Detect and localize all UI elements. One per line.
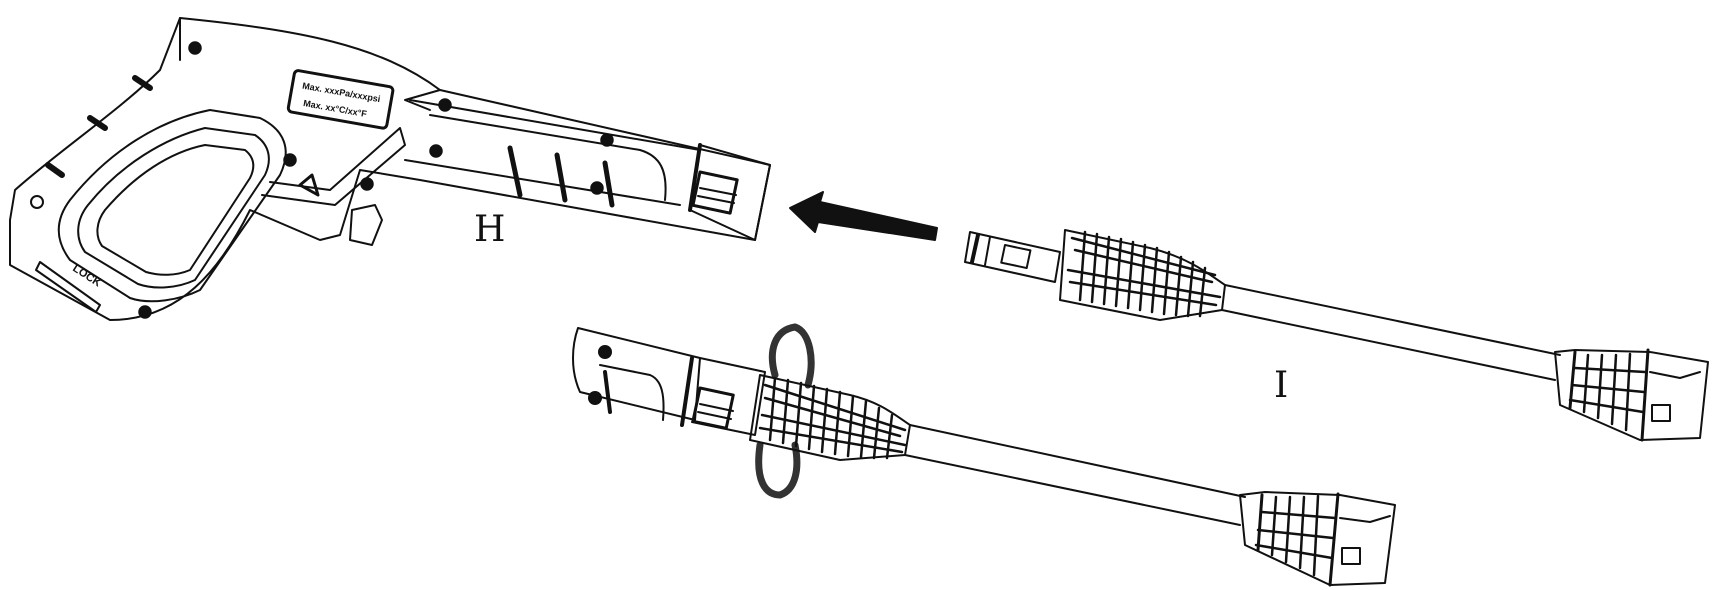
- assembled-gun-and-lance: [572, 323, 1396, 587]
- direction-triangle-icon: [298, 173, 320, 197]
- arrow-left-icon: [789, 191, 938, 241]
- rotation-ring-icon: [755, 323, 815, 499]
- part-label-i: I: [1274, 365, 1289, 406]
- lock-text: LOCK: [70, 262, 103, 289]
- rating-label: Max. xxxPa/xxxpsi Max. xx°C/xx°F: [286, 69, 395, 130]
- spray-gun: Max. xxxPa/xxxpsi Max. xx°C/xx°F LOCK: [9, 17, 771, 321]
- part-label-h: H: [474, 209, 506, 250]
- spray-lance: [964, 229, 1709, 442]
